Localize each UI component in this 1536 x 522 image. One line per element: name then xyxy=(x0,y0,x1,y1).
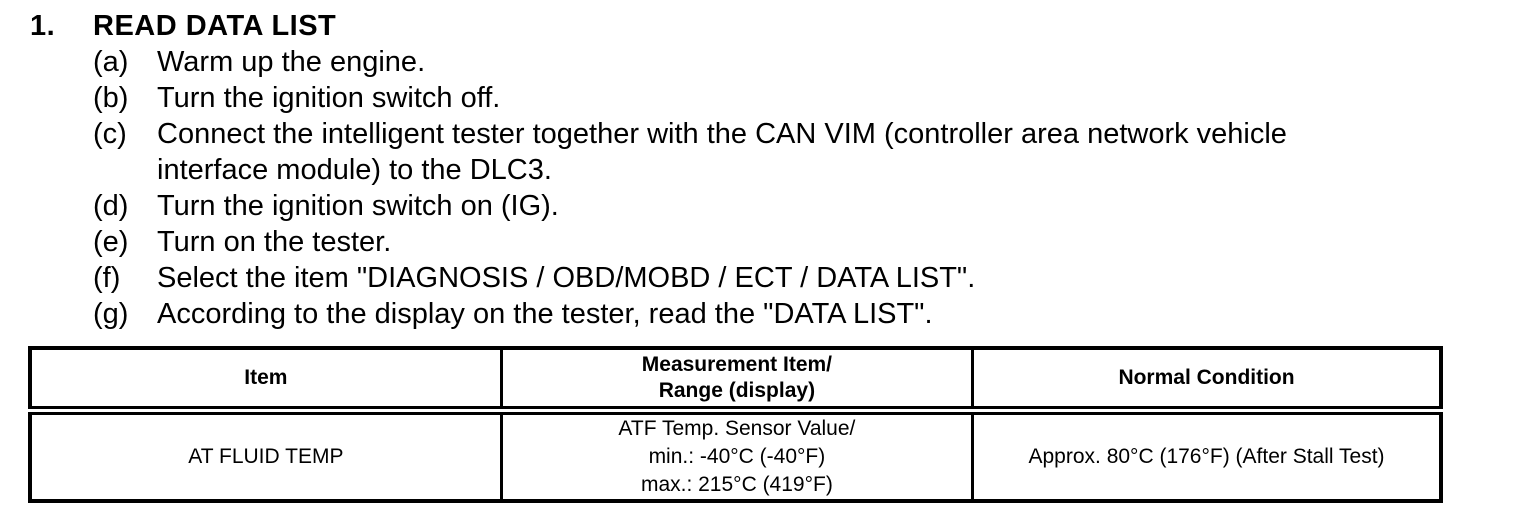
step-text: Select the item "DIAGNOSIS / OBD/MOBD / … xyxy=(157,262,976,294)
step-label: (d) xyxy=(93,190,129,222)
step-g: (g) According to the display on the test… xyxy=(93,296,1536,332)
step-f: (f) Select the item "DIAGNOSIS / OBD/MOB… xyxy=(93,260,1536,296)
cell-normal-condition: Approx. 80°C (176°F) (After Stall Test) xyxy=(971,408,1443,502)
table-row: AT FLUID TEMP ATF Temp. Sensor Value/ mi… xyxy=(28,408,1443,502)
header-measurement: Measurement Item/ Range (display) xyxy=(499,346,975,415)
step-a: (a) Warm up the engine. xyxy=(93,44,1536,80)
section-number: 1. xyxy=(30,10,56,42)
cell-item: AT FLUID TEMP xyxy=(28,408,503,502)
header-measurement-line1: Measurement Item/ xyxy=(641,352,833,376)
step-label: (g) xyxy=(93,298,129,330)
section-heading: 1. READ DATA LIST xyxy=(30,8,1536,44)
step-label: (e) xyxy=(93,226,129,258)
step-text: Turn the ignition switch off. xyxy=(157,82,501,114)
step-label: (a) xyxy=(93,46,129,78)
step-text: Connect the intelligent tester together … xyxy=(157,118,1287,186)
step-text: Warm up the engine. xyxy=(157,46,426,78)
step-label: (f) xyxy=(93,262,121,294)
header-item: Item xyxy=(28,346,503,415)
step-list: (a) Warm up the engine. (b) Turn the ign… xyxy=(93,44,1536,332)
step-text: Turn the ignition switch on (IG). xyxy=(157,190,559,222)
step-label: (b) xyxy=(93,82,129,114)
measurement-line2: min.: -40°C (-40°F) xyxy=(648,444,826,468)
header-measurement-line2: Range (display) xyxy=(658,378,816,402)
procedure-section: 1. READ DATA LIST (a) Warm up the engine… xyxy=(30,8,1536,332)
step-text: Turn on the tester. xyxy=(157,226,392,258)
step-text: According to the display on the tester, … xyxy=(157,298,933,330)
header-normal-condition: Normal Condition xyxy=(971,346,1443,415)
step-d: (d) Turn the ignition switch on (IG). xyxy=(93,188,1536,224)
table-header-row: Item Measurement Item/ Range (display) N… xyxy=(28,346,1443,415)
step-b: (b) Turn the ignition switch off. xyxy=(93,80,1536,116)
measurement-line1: ATF Temp. Sensor Value/ xyxy=(618,416,856,440)
step-e: (e) Turn on the tester. xyxy=(93,224,1536,260)
section-title: READ DATA LIST xyxy=(93,10,337,42)
step-label: (c) xyxy=(93,118,127,150)
data-list-table: Item Measurement Item/ Range (display) N… xyxy=(28,346,1443,503)
measurement-line3: max.: 215°C (419°F) xyxy=(640,472,833,496)
step-c: (c) Connect the intelligent tester toget… xyxy=(93,116,1536,188)
cell-measurement: ATF Temp. Sensor Value/ min.: -40°C (-40… xyxy=(499,408,975,502)
